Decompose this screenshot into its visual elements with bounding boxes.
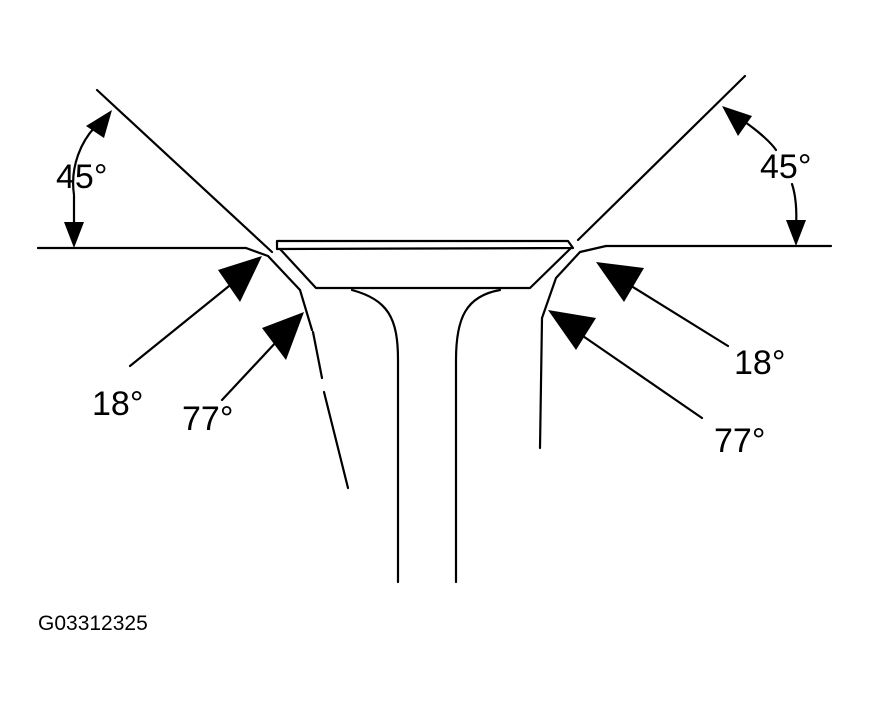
right-45-angle-label: 45° [760, 148, 811, 186]
right-45-angle-indicator [722, 106, 806, 246]
left-18-arrowhead [218, 256, 262, 302]
left-45-degree-line [95, 88, 274, 254]
left-77-degree-line-lower [322, 390, 350, 490]
right-18-leader [596, 262, 730, 348]
valve [275, 239, 575, 584]
right-77-leader-line [578, 332, 704, 420]
left-seat-profile [244, 246, 314, 332]
right-18-arrowhead [596, 262, 644, 302]
left-77-arrowhead [262, 312, 304, 360]
right-45-arrowhead-top [722, 106, 752, 136]
right-77-arrowhead [548, 310, 596, 350]
right-18-angle-label: 18° [734, 344, 785, 382]
left-45-angle-label: 45° [56, 158, 107, 196]
left-77-angle-label: 77° [182, 400, 233, 438]
right-45-arc-upper [740, 118, 778, 152]
valve-stem-left-edge [350, 288, 400, 584]
figure-id-label: G03312325 [38, 612, 148, 635]
valve-seat-outline [36, 74, 833, 490]
left-77-degree-line-upper [311, 330, 324, 380]
left-18-angle-label: 18° [92, 385, 143, 423]
right-45-arrowhead-bottom [786, 220, 806, 246]
right-77-angle-label: 77° [714, 422, 765, 460]
valve-stem-right-edge [454, 288, 502, 584]
left-45-arrowhead-top [86, 110, 112, 138]
left-77-leader [220, 312, 304, 402]
right-18-leader-line [626, 282, 730, 348]
left-18-leader [128, 256, 262, 368]
left-77-leader-line [220, 338, 280, 402]
left-45-arrowhead-bottom [64, 222, 84, 248]
left-18-leader-line [128, 280, 236, 368]
right-77-leader [548, 310, 704, 420]
right-seat-profile [538, 244, 608, 450]
right-45-degree-line [576, 74, 747, 242]
left-45-angle-indicator [64, 110, 112, 248]
valve-head-top [275, 239, 575, 251]
valve-face [278, 247, 572, 290]
